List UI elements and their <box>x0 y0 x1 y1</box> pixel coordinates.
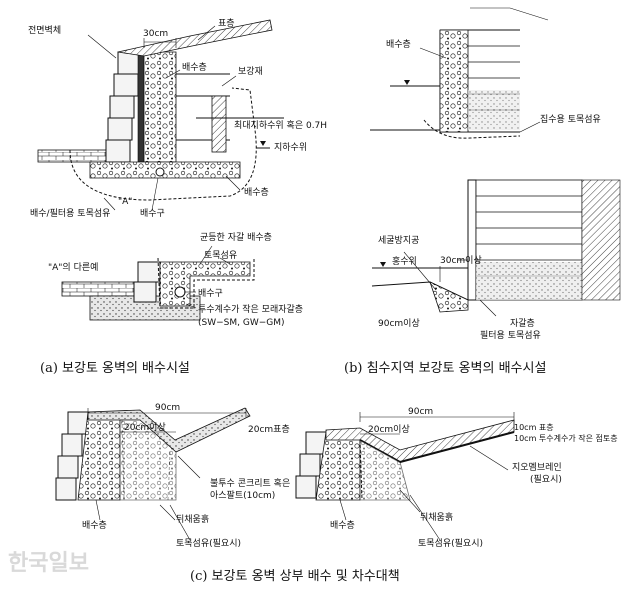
label-b-30cm: 30cm이상 <box>440 255 482 266</box>
label-b-90cm: 90cm이상 <box>378 318 420 329</box>
geotextile-envelope <box>69 87 257 201</box>
bottom-drain <box>89 161 241 179</box>
label-cr-20cm: 20cm이상 <box>368 424 410 435</box>
detail-b-top <box>370 7 549 139</box>
label-cl-geotextile: 토목섬유(필요시) <box>176 537 241 549</box>
label-max-water: 최대지하수위 혹은 0.7H <box>234 119 327 131</box>
label-A: "A" <box>118 197 132 207</box>
detail-b-bottom <box>371 179 621 317</box>
facing-wall <box>105 51 145 163</box>
label-b-filter: 필터용 토목섬유 <box>480 329 541 341</box>
surface-layer <box>117 19 273 57</box>
label-drain-layer2: 배수층 <box>244 187 269 198</box>
watermark-logo: 한국일보 <box>8 551 89 576</box>
panel-c-right: 90cm 20cm이상 10cm 표층 10cm 투수계수가 작은 점토층 지오… <box>295 407 618 549</box>
label-cr-clay: 10cm 투수계수가 작은 점토층 <box>514 433 618 443</box>
label-geotextile: 배수/필터용 토목섬유 <box>30 207 110 219</box>
label-groundwater: 지하수위 <box>274 142 307 153</box>
label-uniform-gravel: 균등한 자갈 배수층 <box>200 232 272 243</box>
label-cr-optional: (필요시) <box>530 473 562 485</box>
label-cr-membrane: 지오멤브레인 <box>512 462 562 473</box>
label-cl-drain: 배수층 <box>82 520 107 531</box>
label-reinforcement: 보강재 <box>238 66 263 77</box>
label-b-drain: 배수층 <box>386 39 411 50</box>
caption-b: (b) 침수지역 보강토 옹벽의 배수시설 <box>344 361 546 376</box>
label-geotextile2: 토목섬유 <box>204 250 237 261</box>
label-cr-geotextile: 토목섬유(필요시) <box>418 537 483 549</box>
label-drain-pipe: 배수구 <box>140 208 165 219</box>
label-cl-backfill: 뒤채움흙 <box>176 513 209 525</box>
caption-a: (a) 보강토 옹벽의 배수시설 <box>40 361 190 376</box>
label-collect-geotextile: 집수용 토목섬유 <box>540 113 601 125</box>
label-cl-surface: 20cm표층 <box>248 424 290 435</box>
label-cl-concrete: 불투수 콘크리트 혹은 <box>210 477 290 489</box>
label-b-gravel: 자갈층 <box>510 318 535 329</box>
label-cr-90cm: 90cm <box>408 407 433 417</box>
drain-column <box>143 51 177 163</box>
label-soil-types: (SW−SM, GW−GM) <box>198 318 285 328</box>
label-cl-90cm: 90cm <box>155 403 180 413</box>
label-cr-backfill: 뒤채움흙 <box>420 511 453 523</box>
label-scour: 세굴방지공 <box>378 235 419 246</box>
panel-b: 배수층 집수용 토목섬유 세굴방지공 홍 <box>344 7 621 376</box>
label-other: "A"의 다른예 <box>48 262 98 273</box>
label-flood: 홍수위 <box>392 255 417 267</box>
label-cr-surface: 10cm 표층 <box>514 423 554 432</box>
panel-a: 전면벽체 30cm 표층 배수층 보강재 최대지하수위 혹은 0.7H 지하수위… <box>28 18 327 376</box>
detail-a <box>61 245 255 321</box>
drain-pipe <box>155 167 165 177</box>
panel-c-left: 90cm 20cm이상 20cm표층 불투수 콘크리트 혹은 아스팔트(10cm… <box>55 403 290 549</box>
label-30cm: 30cm <box>143 29 168 39</box>
label-cl-asphalt: 아스팔트(10cm) <box>210 489 275 501</box>
label-cl-20cm: 20cm이상 <box>124 422 166 433</box>
label-cr-drain: 배수층 <box>330 520 355 531</box>
label-facing: 전면벽체 <box>28 25 61 36</box>
label-low-perm: 투수계수가 작은 모래자갈층 <box>198 303 303 315</box>
label-drain-pipe2: 배수구 <box>198 288 223 299</box>
label-surface: 표층 <box>218 18 235 29</box>
label-drain-layer: 배수층 <box>182 62 207 73</box>
hatched-zone <box>211 95 227 153</box>
caption-c: (c) 보강토 옹벽 상부 배수 및 차수대책 <box>190 569 400 584</box>
